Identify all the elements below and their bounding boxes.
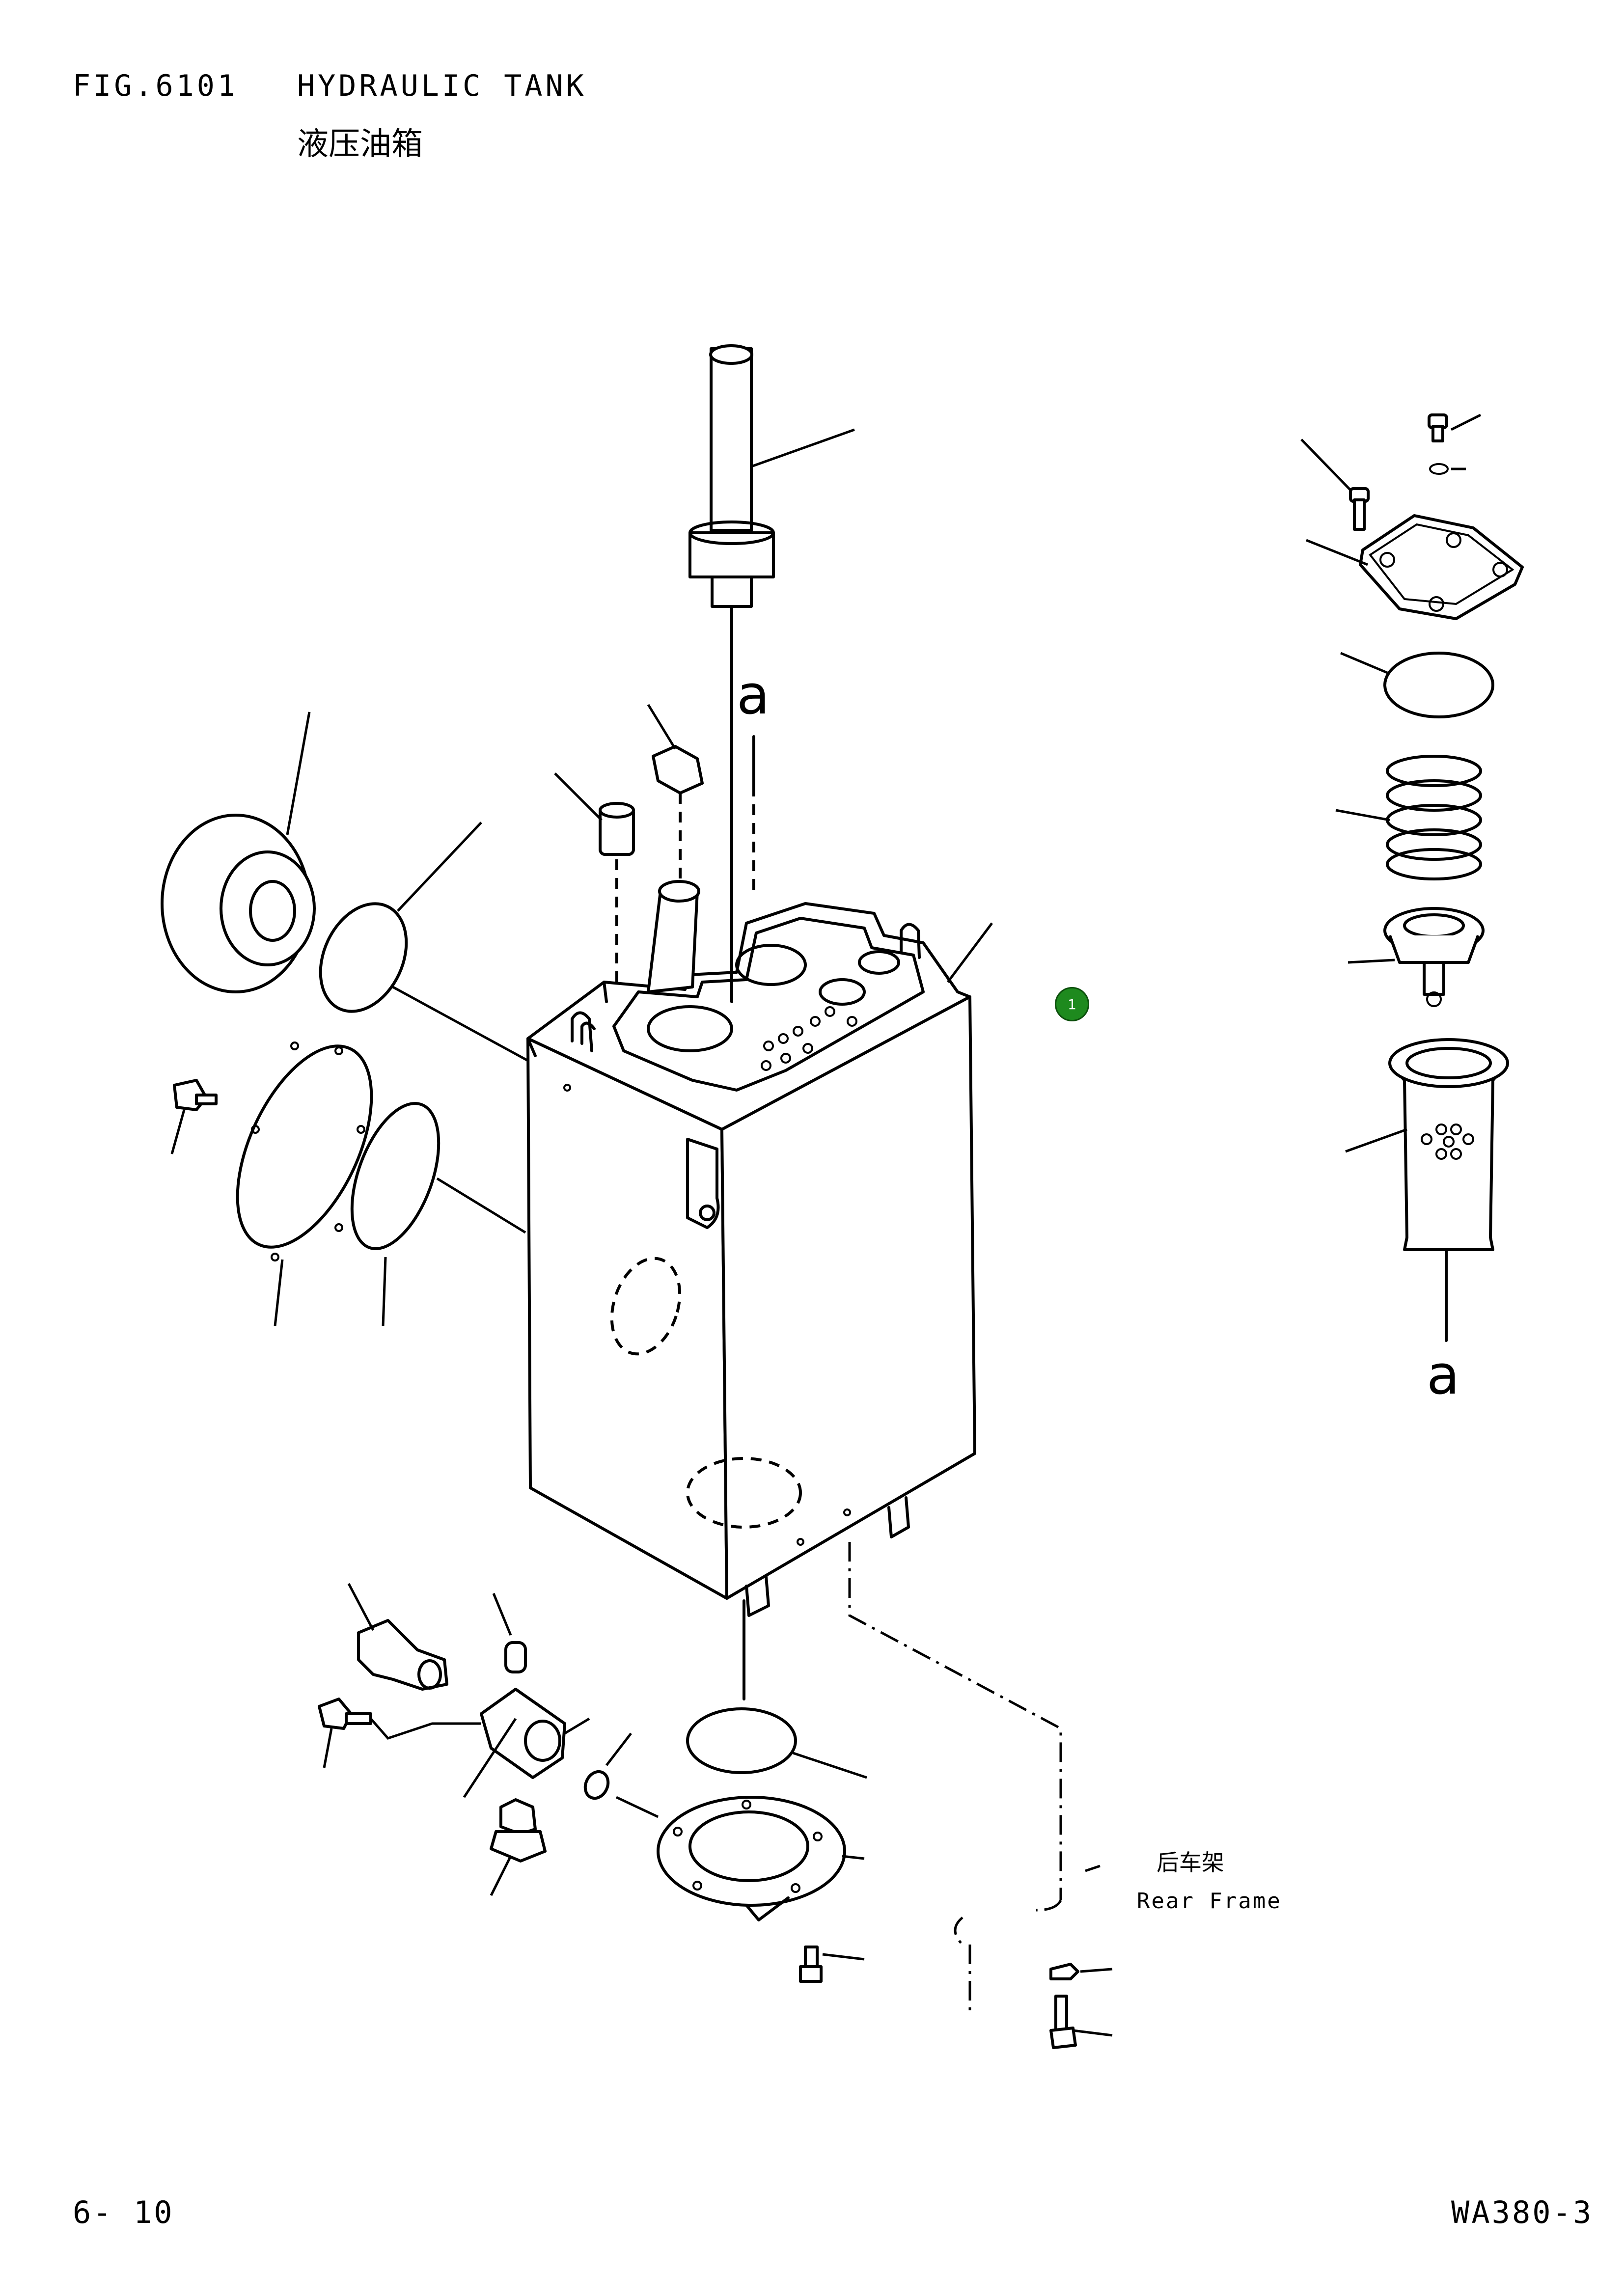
filler-neck <box>647 704 704 993</box>
part-marker[interactable]: 1 <box>1055 987 1089 1021</box>
drain-cover <box>657 1599 867 1983</box>
page-number: 6- 10 <box>73 2194 174 2230</box>
rear-frame-mount <box>848 1542 1113 2049</box>
drain-fittings <box>318 1583 659 1896</box>
side-cover-assembly <box>161 712 529 1326</box>
sight-plug <box>554 772 635 982</box>
reference-letter-right: a <box>1427 1343 1460 1406</box>
tank-body <box>526 902 976 1617</box>
model-number: WA380-3 <box>1451 2194 1594 2230</box>
figure-title: HYDRAULIC TANK <box>297 69 587 103</box>
figure-number: FIG.6101 <box>73 69 238 103</box>
suction-tube <box>688 344 855 1003</box>
filter-assembly <box>1300 413 1524 1342</box>
reference-letter-top: a <box>737 663 770 726</box>
rear-frame-label: Rear Frame <box>1137 1889 1282 1914</box>
figure-title-chinese: 液压油箱 <box>297 126 423 163</box>
rear-frame-label-cn: 后车架 <box>1156 1849 1224 1876</box>
